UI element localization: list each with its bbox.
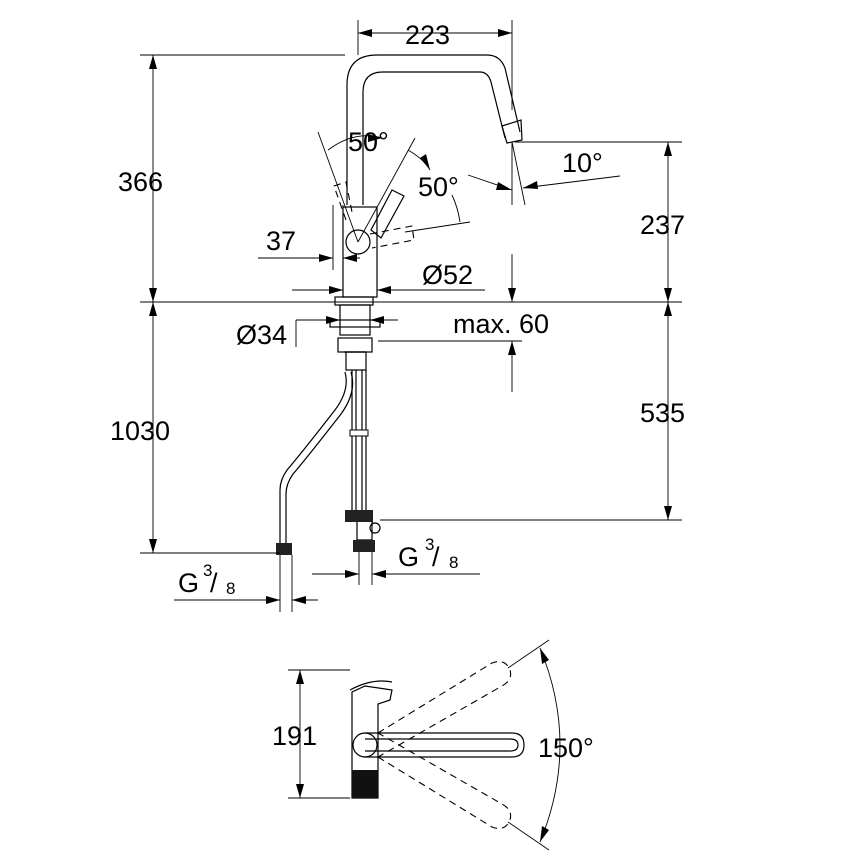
arrow xyxy=(343,254,357,262)
lever-ghost-back xyxy=(333,181,353,221)
mount-nut xyxy=(337,337,373,353)
arrow xyxy=(358,29,372,37)
plan-spout-inner xyxy=(365,738,519,752)
ext-150-top xyxy=(507,639,550,669)
g-numerator: 3 xyxy=(425,535,434,554)
g-denominator: 8 xyxy=(449,553,458,572)
ext-150-bottom xyxy=(507,821,550,851)
arrow xyxy=(368,134,382,142)
arc-50-side xyxy=(451,194,461,223)
pipe-clip xyxy=(349,429,369,437)
plan-base xyxy=(352,770,378,798)
ext-50-side xyxy=(404,221,471,233)
arrow xyxy=(326,316,340,324)
arrow xyxy=(420,154,430,170)
arc-150 xyxy=(539,647,561,843)
lever-solid xyxy=(370,189,405,239)
faucet-body xyxy=(342,206,378,298)
arrow xyxy=(372,570,386,578)
plan-spout-ghost-up xyxy=(377,661,512,758)
arrow xyxy=(540,826,549,842)
dimension-labels: 223 366 50° 50° 10° 237 37 Ø52 Ø34 max. … xyxy=(110,20,685,763)
plan-spout-ghost-down xyxy=(377,732,512,829)
arrow xyxy=(370,316,384,324)
arrow xyxy=(296,670,304,684)
arrow xyxy=(508,341,516,355)
g-slash: / xyxy=(432,542,440,572)
arrow xyxy=(319,254,333,262)
label-d52: Ø52 xyxy=(422,260,473,290)
plan-spout xyxy=(365,732,525,758)
arrow xyxy=(664,302,672,316)
g-numerator: 3 xyxy=(203,561,212,580)
label-d34: Ø34 xyxy=(236,320,287,350)
lever-pivot xyxy=(345,229,371,255)
supply-connector xyxy=(345,510,373,522)
pullout-hose-b xyxy=(285,371,354,545)
arrow xyxy=(149,288,157,302)
label-50-top: 50° xyxy=(348,127,389,157)
lever-ghost-forward xyxy=(369,225,415,249)
g-denominator: 8 xyxy=(226,579,235,598)
arrow xyxy=(149,539,157,553)
label-191: 191 xyxy=(272,721,317,751)
arrow xyxy=(540,648,549,664)
g-letter: G xyxy=(178,568,199,598)
ext-50-back xyxy=(317,131,359,243)
g-letter: G xyxy=(398,542,419,572)
valve-knob xyxy=(369,522,381,534)
spout-outer xyxy=(346,54,521,205)
label-max60: max. 60 xyxy=(453,309,549,339)
supply-end-right xyxy=(353,540,375,552)
label-535: 535 xyxy=(640,398,685,428)
supply-end-left xyxy=(276,543,292,555)
label-10: 10° xyxy=(562,148,603,178)
plan-pivot xyxy=(352,732,378,758)
arrow xyxy=(345,570,359,578)
valve-body xyxy=(356,522,373,541)
g-slash: / xyxy=(210,568,218,598)
ext-10-angled xyxy=(511,141,526,206)
shank-lower xyxy=(345,351,367,371)
label-237: 237 xyxy=(640,210,685,240)
arrow xyxy=(664,288,672,302)
arrow xyxy=(496,182,512,190)
label-g38-left: G 3 / 8 xyxy=(178,561,235,598)
arrow xyxy=(377,286,391,294)
pullout-hose-a xyxy=(279,371,347,545)
arrow xyxy=(149,55,157,69)
label-1030: 1030 xyxy=(110,416,170,446)
arrow xyxy=(292,596,306,604)
label-366: 366 xyxy=(118,167,163,197)
spray-head xyxy=(501,119,523,144)
nut-1 xyxy=(334,296,374,306)
faucet-side-view xyxy=(140,54,682,555)
arrow xyxy=(329,286,343,294)
arrow xyxy=(498,29,512,37)
faucet-plan-view xyxy=(288,639,561,851)
label-50-side: 50° xyxy=(418,172,459,202)
arrow xyxy=(664,142,672,156)
arrow xyxy=(149,302,157,316)
arrow xyxy=(664,506,672,520)
arrow xyxy=(508,288,516,302)
plan-cap xyxy=(349,680,393,691)
arrow xyxy=(523,181,538,189)
label-37: 37 xyxy=(266,226,296,256)
nut-2 xyxy=(329,319,381,328)
arrow xyxy=(266,596,280,604)
label-g38-right: G 3 / 8 xyxy=(398,535,458,572)
spout-inner xyxy=(362,71,506,205)
dim-10-right xyxy=(522,175,621,189)
dimension-lines xyxy=(140,20,682,612)
label-150: 150° xyxy=(538,733,594,763)
ext-50-fwd xyxy=(357,137,416,243)
label-223: 223 xyxy=(405,20,450,50)
arrow xyxy=(296,784,304,798)
